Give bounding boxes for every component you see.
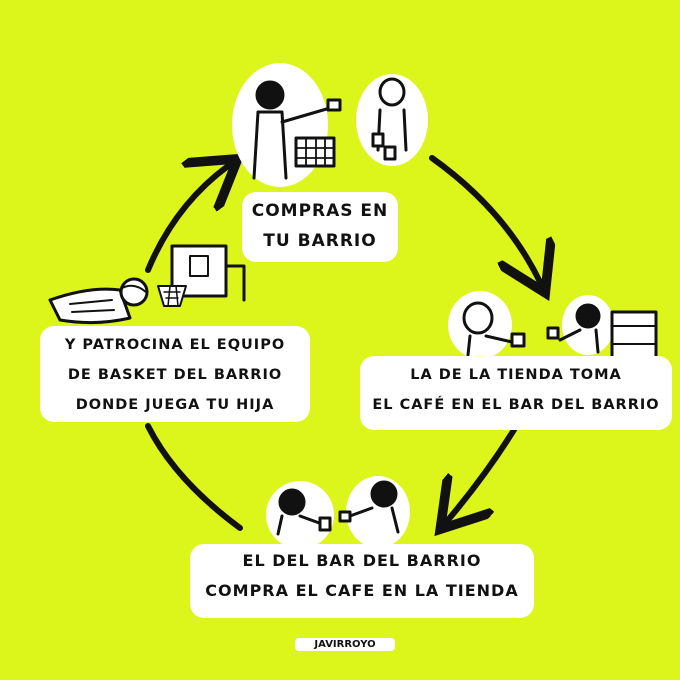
label-sponsor-line-2: DE BASKET DEL BARRIO <box>67 367 283 383</box>
label-store-line-2: EL CAFÉ EN EL BAR DEL BARRIO <box>372 397 660 413</box>
label-shop: COMPRAS EN TU BARRIO <box>242 192 398 262</box>
arrow-sponsor-to-shop <box>145 166 228 273</box>
label-bar-line-2: COMPRA EL CAFE EN LA TIENDA <box>205 581 519 600</box>
label-sponsor: Y PATROCINA EL EQUIPO DE BASKET DEL BARR… <box>40 326 310 422</box>
label-bar-line-1: EL DEL BAR DEL BARRIO <box>242 551 482 570</box>
arrow-shop-to-store <box>429 155 540 282</box>
arrow-store-to-bar <box>448 417 523 520</box>
label-store: LA DE LA TIENDA TOMA EL CAFÉ EN EL BAR D… <box>360 356 672 430</box>
label-sponsor-line-1: Y PATROCINA EL EQUIPO <box>64 337 286 353</box>
label-shop-line-2: TU BARRIO <box>263 231 377 251</box>
basketball-scene <box>48 244 246 325</box>
label-bar: EL DEL BAR DEL BARRIO COMPRA EL CAFE EN … <box>190 544 534 618</box>
label-shop-line-1: COMPRAS EN <box>251 201 389 221</box>
label-sponsor-line-3: DONDE JUEGA TU HIJA <box>75 397 275 413</box>
arrow-bar-to-sponsor <box>145 423 243 531</box>
buying-coffee-scene <box>266 476 410 549</box>
coffee-bar-scene <box>448 291 658 364</box>
shopping-scene <box>232 63 428 187</box>
author-credit: JAVIRROYO <box>295 638 395 651</box>
label-store-line-1: LA DE LA TIENDA TOMA <box>410 367 622 383</box>
